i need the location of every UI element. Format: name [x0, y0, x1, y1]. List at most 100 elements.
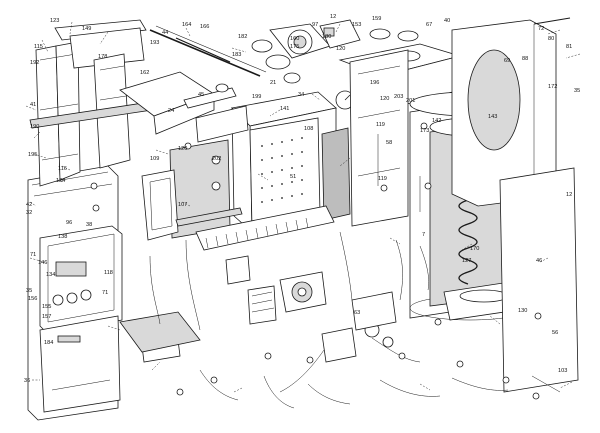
callout-123: 123 [50, 18, 59, 24]
callout-118: 118 [104, 270, 113, 276]
callout-72: 72 [538, 26, 544, 32]
left-side-frame [35, 41, 81, 187]
callout-141: 141 [280, 106, 289, 112]
callout-180: 180 [322, 34, 331, 40]
burner-assembly [175, 205, 335, 251]
callout-69: 69 [504, 58, 510, 64]
small-fittings [90, 122, 542, 400]
callout-162: 162 [140, 70, 149, 76]
manifold-block [351, 291, 397, 331]
callout-153: 153 [352, 22, 361, 28]
callout-81: 81 [566, 44, 572, 50]
callout-202: 202 [212, 156, 221, 162]
fan-assembly [251, 23, 331, 84]
callout-120: 120 [336, 46, 345, 52]
callout-203: 203 [394, 94, 403, 100]
callout-170: 170 [470, 246, 479, 252]
callout-173: 173 [420, 128, 429, 134]
callout-175: 175 [290, 44, 299, 50]
callout-58: 58 [386, 140, 392, 146]
callout-108: 108 [304, 126, 313, 132]
callout-182: 182 [238, 34, 247, 40]
callout-107: 107 [178, 202, 187, 208]
callout-7: 7 [422, 232, 425, 238]
callout-127: 127 [462, 258, 471, 264]
callout-44: 44 [162, 30, 168, 36]
callout-195: 195 [28, 152, 37, 158]
callout-46: 46 [536, 258, 542, 264]
callout-120b: 120 [380, 96, 389, 102]
callout-51: 51 [290, 174, 296, 180]
inner-frame [141, 169, 179, 241]
callout-38: 38 [86, 222, 92, 228]
callout-97: 97 [312, 22, 318, 28]
callout-115: 115 [34, 44, 43, 50]
callout-67: 67 [426, 22, 432, 28]
callout-116: 116 [58, 166, 67, 172]
callout-155: 155 [42, 304, 51, 310]
callout-42: 42 [26, 202, 32, 208]
callout-160: 160 [290, 36, 299, 42]
callout-56: 56 [552, 330, 558, 336]
callout-35: 35 [26, 288, 32, 294]
control-panel [39, 225, 123, 335]
callout-63: 63 [354, 310, 360, 316]
callout-119b: 119 [378, 176, 387, 182]
callout-24: 24 [168, 108, 174, 114]
callout-142: 142 [432, 118, 441, 124]
callout-178: 178 [98, 54, 107, 60]
callout-166: 166 [200, 24, 209, 30]
callout-41: 41 [30, 102, 36, 108]
callout-159: 159 [372, 16, 381, 22]
callout-120c: 120 [178, 146, 187, 152]
fan-motor [319, 19, 361, 49]
callout-192: 192 [30, 60, 39, 66]
callout-88: 88 [522, 56, 528, 62]
callout-138: 138 [58, 234, 67, 240]
plate-heat-exchanger [247, 285, 277, 325]
callout-193: 193 [150, 40, 159, 46]
top-bracket-left [54, 19, 147, 69]
callout-21: 21 [270, 80, 276, 86]
rear-panel-right [451, 19, 557, 207]
callout-71: 71 [30, 252, 36, 258]
diverter-valve [321, 322, 394, 363]
callout-146: 146 [38, 260, 47, 266]
callout-12b: 12 [566, 192, 572, 198]
callout-156: 156 [28, 296, 37, 302]
callout-103: 103 [558, 368, 567, 374]
side-pipe [377, 134, 421, 212]
callout-71b: 71 [102, 290, 108, 296]
hydraulic-frame [349, 49, 409, 227]
callout-36: 36 [24, 378, 30, 384]
top-pipe-manifold [183, 83, 249, 143]
callout-40: 40 [444, 18, 450, 24]
outer-frame-right [499, 167, 579, 393]
rails-top [149, 25, 267, 77]
callout-196: 196 [370, 80, 379, 86]
callout-119: 119 [376, 122, 385, 128]
callout-96: 96 [66, 220, 72, 226]
callout-numbers: 123 149 178 115 192 41 190 195 116 124 4… [24, 14, 580, 384]
connection-pipes [149, 231, 561, 409]
callout-35b: 35 [574, 88, 580, 94]
callout-109: 109 [150, 156, 159, 162]
callout-45: 45 [198, 92, 204, 98]
callout-12: 12 [330, 14, 336, 20]
callout-164: 164 [182, 22, 191, 28]
callout-124: 124 [56, 178, 65, 184]
top-right-screw [533, 17, 571, 25]
callout-201: 201 [406, 98, 415, 104]
callout-134: 134 [46, 272, 55, 278]
callout-32: 32 [26, 210, 32, 216]
callout-143: 143 [488, 114, 497, 120]
leader-lines [25, 21, 581, 393]
callout-130: 130 [518, 308, 527, 314]
callout-199: 199 [252, 94, 261, 100]
flow-sensor [225, 255, 251, 285]
callout-183: 183 [232, 52, 241, 58]
callout-190: 190 [30, 124, 39, 130]
callout-149: 149 [82, 26, 91, 32]
callout-80: 80 [548, 36, 554, 42]
